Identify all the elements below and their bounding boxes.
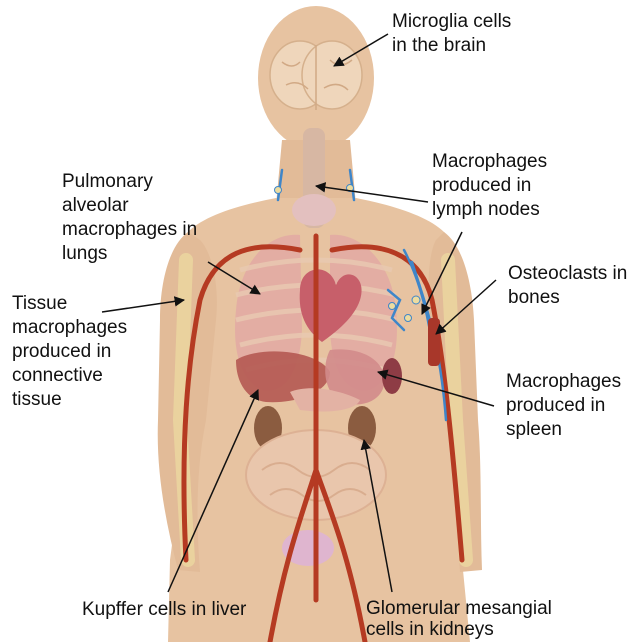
label-pulmonary: Pulmonary alveolar macrophages in lungs bbox=[62, 170, 197, 266]
label-line: macrophages in bbox=[62, 218, 197, 242]
label-spleen: Macrophages produced in spleen bbox=[506, 370, 621, 442]
label-line: macrophages bbox=[12, 316, 127, 340]
label-line: produced in bbox=[506, 394, 621, 418]
label-line: Osteoclasts in bbox=[508, 262, 627, 286]
brain-right-hemisphere bbox=[302, 41, 362, 109]
label-lymph-nodes: Macrophages produced in lymph nodes bbox=[432, 150, 547, 222]
label-line: Microglia cells bbox=[392, 10, 511, 34]
brain bbox=[270, 41, 362, 110]
thyroid bbox=[292, 194, 336, 226]
label-line: Kupffer cells in liver bbox=[82, 598, 246, 622]
label-line: tissue bbox=[12, 388, 127, 412]
bone-segment bbox=[428, 318, 440, 366]
label-line: produced in bbox=[12, 340, 127, 364]
label-kupffer: Kupffer cells in liver bbox=[82, 598, 246, 622]
label-line: Macrophages bbox=[506, 370, 621, 394]
label-line: alveolar bbox=[62, 194, 197, 218]
label-line: Pulmonary bbox=[62, 170, 197, 194]
label-tissue: Tissue macrophages produced in connectiv… bbox=[12, 292, 127, 412]
label-osteoclasts: Osteoclasts in bones bbox=[508, 262, 627, 310]
label-line: cells in kidneys bbox=[366, 619, 552, 640]
label-line: Tissue bbox=[12, 292, 127, 316]
label-line: connective bbox=[12, 364, 127, 388]
label-microglia: Microglia cells in the brain bbox=[392, 10, 511, 58]
label-line: bones bbox=[508, 286, 627, 310]
label-glomerular: Glomerular mesangial cells in kidneys bbox=[366, 598, 552, 640]
label-line: spleen bbox=[506, 418, 621, 442]
label-line: produced in bbox=[432, 174, 547, 198]
label-line: lymph nodes bbox=[432, 198, 547, 222]
label-line: Glomerular mesangial bbox=[366, 598, 552, 619]
label-line: Macrophages bbox=[432, 150, 547, 174]
label-line: in the brain bbox=[392, 34, 511, 58]
label-line: lungs bbox=[62, 242, 197, 266]
